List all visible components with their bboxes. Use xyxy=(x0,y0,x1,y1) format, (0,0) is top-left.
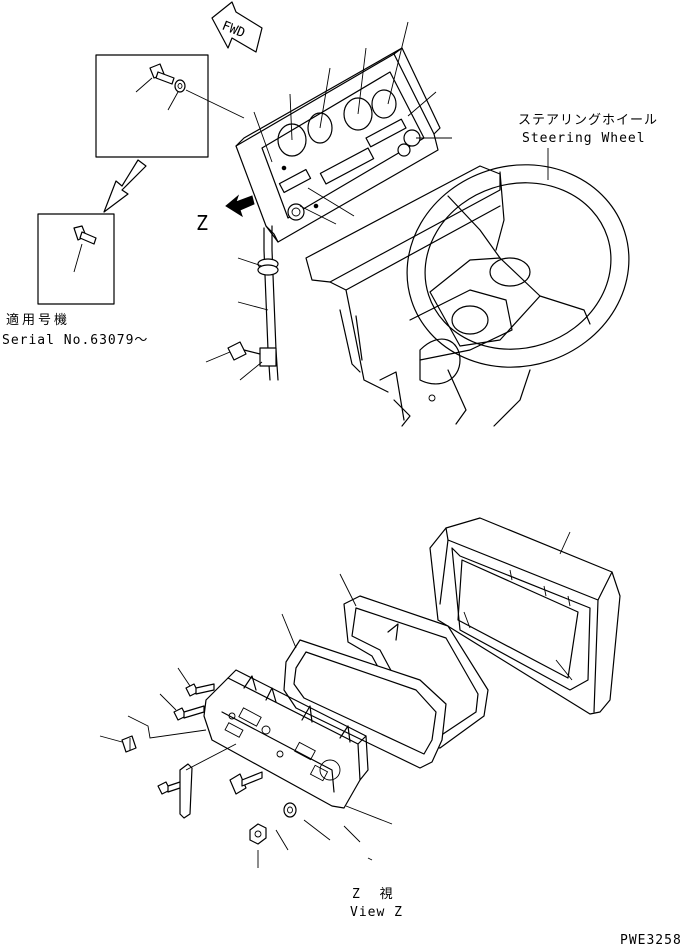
bolt-icon xyxy=(149,63,175,85)
bolt-small-icon xyxy=(73,225,97,245)
bracket-icon xyxy=(179,763,193,819)
connector-icon xyxy=(121,735,137,753)
clamp-icon xyxy=(227,341,277,367)
screw-icon xyxy=(185,683,215,697)
hollow-arrow-icon xyxy=(103,159,147,213)
view-z-jp-label: Z 視 xyxy=(352,887,399,902)
meter-board xyxy=(203,669,393,825)
washer-icon xyxy=(174,79,186,93)
detail-box-serial xyxy=(37,213,115,305)
serial-jp-label: 適用号機 xyxy=(6,312,70,328)
fwd-arrow-icon: FWD xyxy=(211,1,263,53)
grommet-icon xyxy=(257,258,279,276)
hardware-parts xyxy=(99,667,373,868)
drawing-code: PWE3258 xyxy=(620,933,682,947)
instrument-cover xyxy=(429,517,621,715)
steering-wheel xyxy=(406,148,630,427)
dash-body xyxy=(305,165,513,427)
lens-plate xyxy=(281,613,447,769)
view-z-en-label: View Z xyxy=(350,905,403,920)
washer-icon xyxy=(283,802,297,818)
detail-box-bolt-washer xyxy=(95,54,245,158)
cable-harness xyxy=(205,225,279,381)
serial-en-label: Serial No.63079～ xyxy=(2,333,148,348)
z-view-arrow-icon xyxy=(225,194,255,218)
steering-wheel-en-label: Steering Wheel xyxy=(522,131,646,146)
bolt-flange-icon xyxy=(229,771,263,795)
nut-icon xyxy=(249,823,267,845)
z-marker-label: Z xyxy=(196,211,208,235)
instrument-panel-upper xyxy=(235,21,452,243)
screw-icon xyxy=(173,705,205,721)
steering-wheel-jp-label: ステアリングホイール xyxy=(518,113,658,128)
